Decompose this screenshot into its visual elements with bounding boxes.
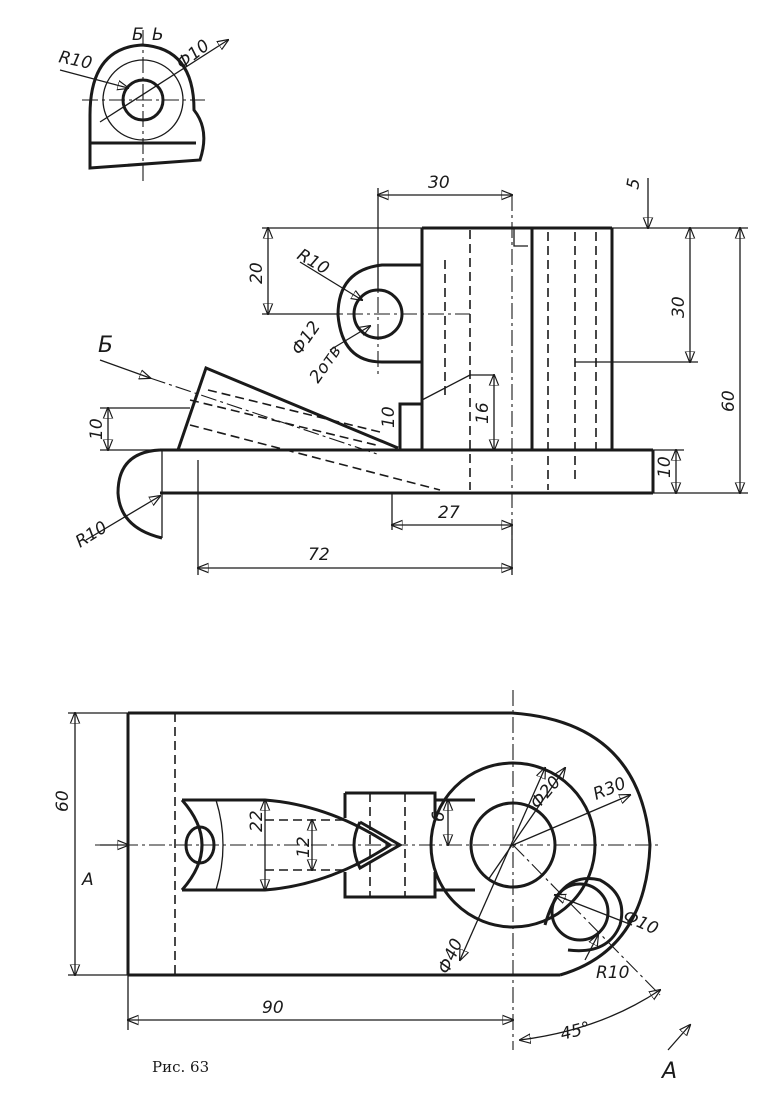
dim-slot-width: 22 [247, 810, 267, 832]
section-leader-r10 [59, 69, 128, 88]
dim-hole-label-2: 2отв [306, 342, 346, 387]
dim-right-gap: 5 [623, 177, 645, 191]
dim-rib-height: 10 [379, 406, 399, 428]
dim-hole-leader [329, 326, 370, 351]
dim-small-hole: Ф10 [620, 906, 661, 939]
dim-rib-thickness: 6 [429, 811, 449, 822]
dim-top-width: 30 [428, 173, 450, 193]
figure-caption: Рис. 63 [152, 1058, 210, 1076]
small-block [398, 402, 424, 450]
dim-base-radius-leader [85, 496, 160, 541]
dim-outer-radius: R30 [590, 774, 629, 805]
round-end [511, 711, 652, 977]
section-label-r10: R10 [57, 47, 94, 74]
dim-boss-diameter: Ф40 [434, 936, 467, 977]
dim-base-thickness: 10 [655, 456, 675, 478]
slot-outline [182, 798, 393, 892]
rib-block-bottom [343, 872, 437, 899]
dim-base-radius: R10 [72, 518, 111, 553]
dim-small-hole-line [555, 895, 633, 926]
section-outline [88, 43, 206, 170]
top-view [95, 690, 690, 1051]
dim-tube-height: 30 [669, 296, 689, 318]
dim-lug-height: 20 [247, 262, 267, 284]
dim-angle: 45° [558, 1018, 592, 1045]
section-leader-d10 [99, 40, 228, 123]
dim-hole-label-1: Ф12 [288, 318, 325, 359]
dim-inner-height: 16 [473, 402, 493, 424]
section-label-d10: Ф10 [173, 36, 214, 74]
dim-lug-radius: R10 [294, 245, 333, 279]
section-arrow-line [99, 359, 150, 378]
section-a-label-right: A [660, 1059, 677, 1084]
section-view-b: R10 Ф10 Б Ь [57, 25, 228, 182]
rib-hidden-2 [189, 424, 441, 491]
tube-notch [513, 228, 528, 247]
lug-outline [336, 263, 422, 364]
cone-tip [352, 820, 404, 871]
sloped-rib [176, 365, 399, 451]
section-cut-line [149, 377, 381, 456]
section-letter-b: Б [132, 25, 144, 45]
section-a-label-left: A [81, 870, 94, 890]
dim-length-top: 90 [262, 998, 284, 1018]
dim-small-radius: R10 [596, 963, 629, 983]
section-arrow-label: Б [98, 333, 113, 358]
dim-slot-length: 27 [438, 503, 460, 523]
rib-hidden-1 [189, 399, 381, 447]
dim-boss-diameter-line [460, 768, 545, 960]
section-a-arrow-right [667, 1025, 690, 1051]
rib-hidden-3 [207, 389, 381, 433]
rib-block-top [343, 791, 437, 818]
slot-left-round [180, 799, 204, 891]
dim-slope-height: 10 [87, 418, 107, 440]
dim-lug-radius-leader [299, 261, 362, 300]
dim-small-radius-line [584, 935, 598, 961]
section-letter-soft: Ь [152, 25, 164, 45]
dim-overall-height: 60 [719, 390, 739, 412]
dim-width: 60 [53, 790, 73, 812]
dim-length: 72 [308, 545, 330, 565]
front-view-dimensions: 30 5 20 R10 Ф12 2отв 30 60 10 10 10 [72, 173, 748, 575]
base-left-round [116, 448, 163, 540]
dim-slot-inner: 12 [294, 836, 314, 858]
inner-slope-line [421, 374, 471, 401]
dim-angle-arc [520, 990, 660, 1040]
small-hole [550, 882, 610, 942]
front-view [99, 195, 655, 540]
